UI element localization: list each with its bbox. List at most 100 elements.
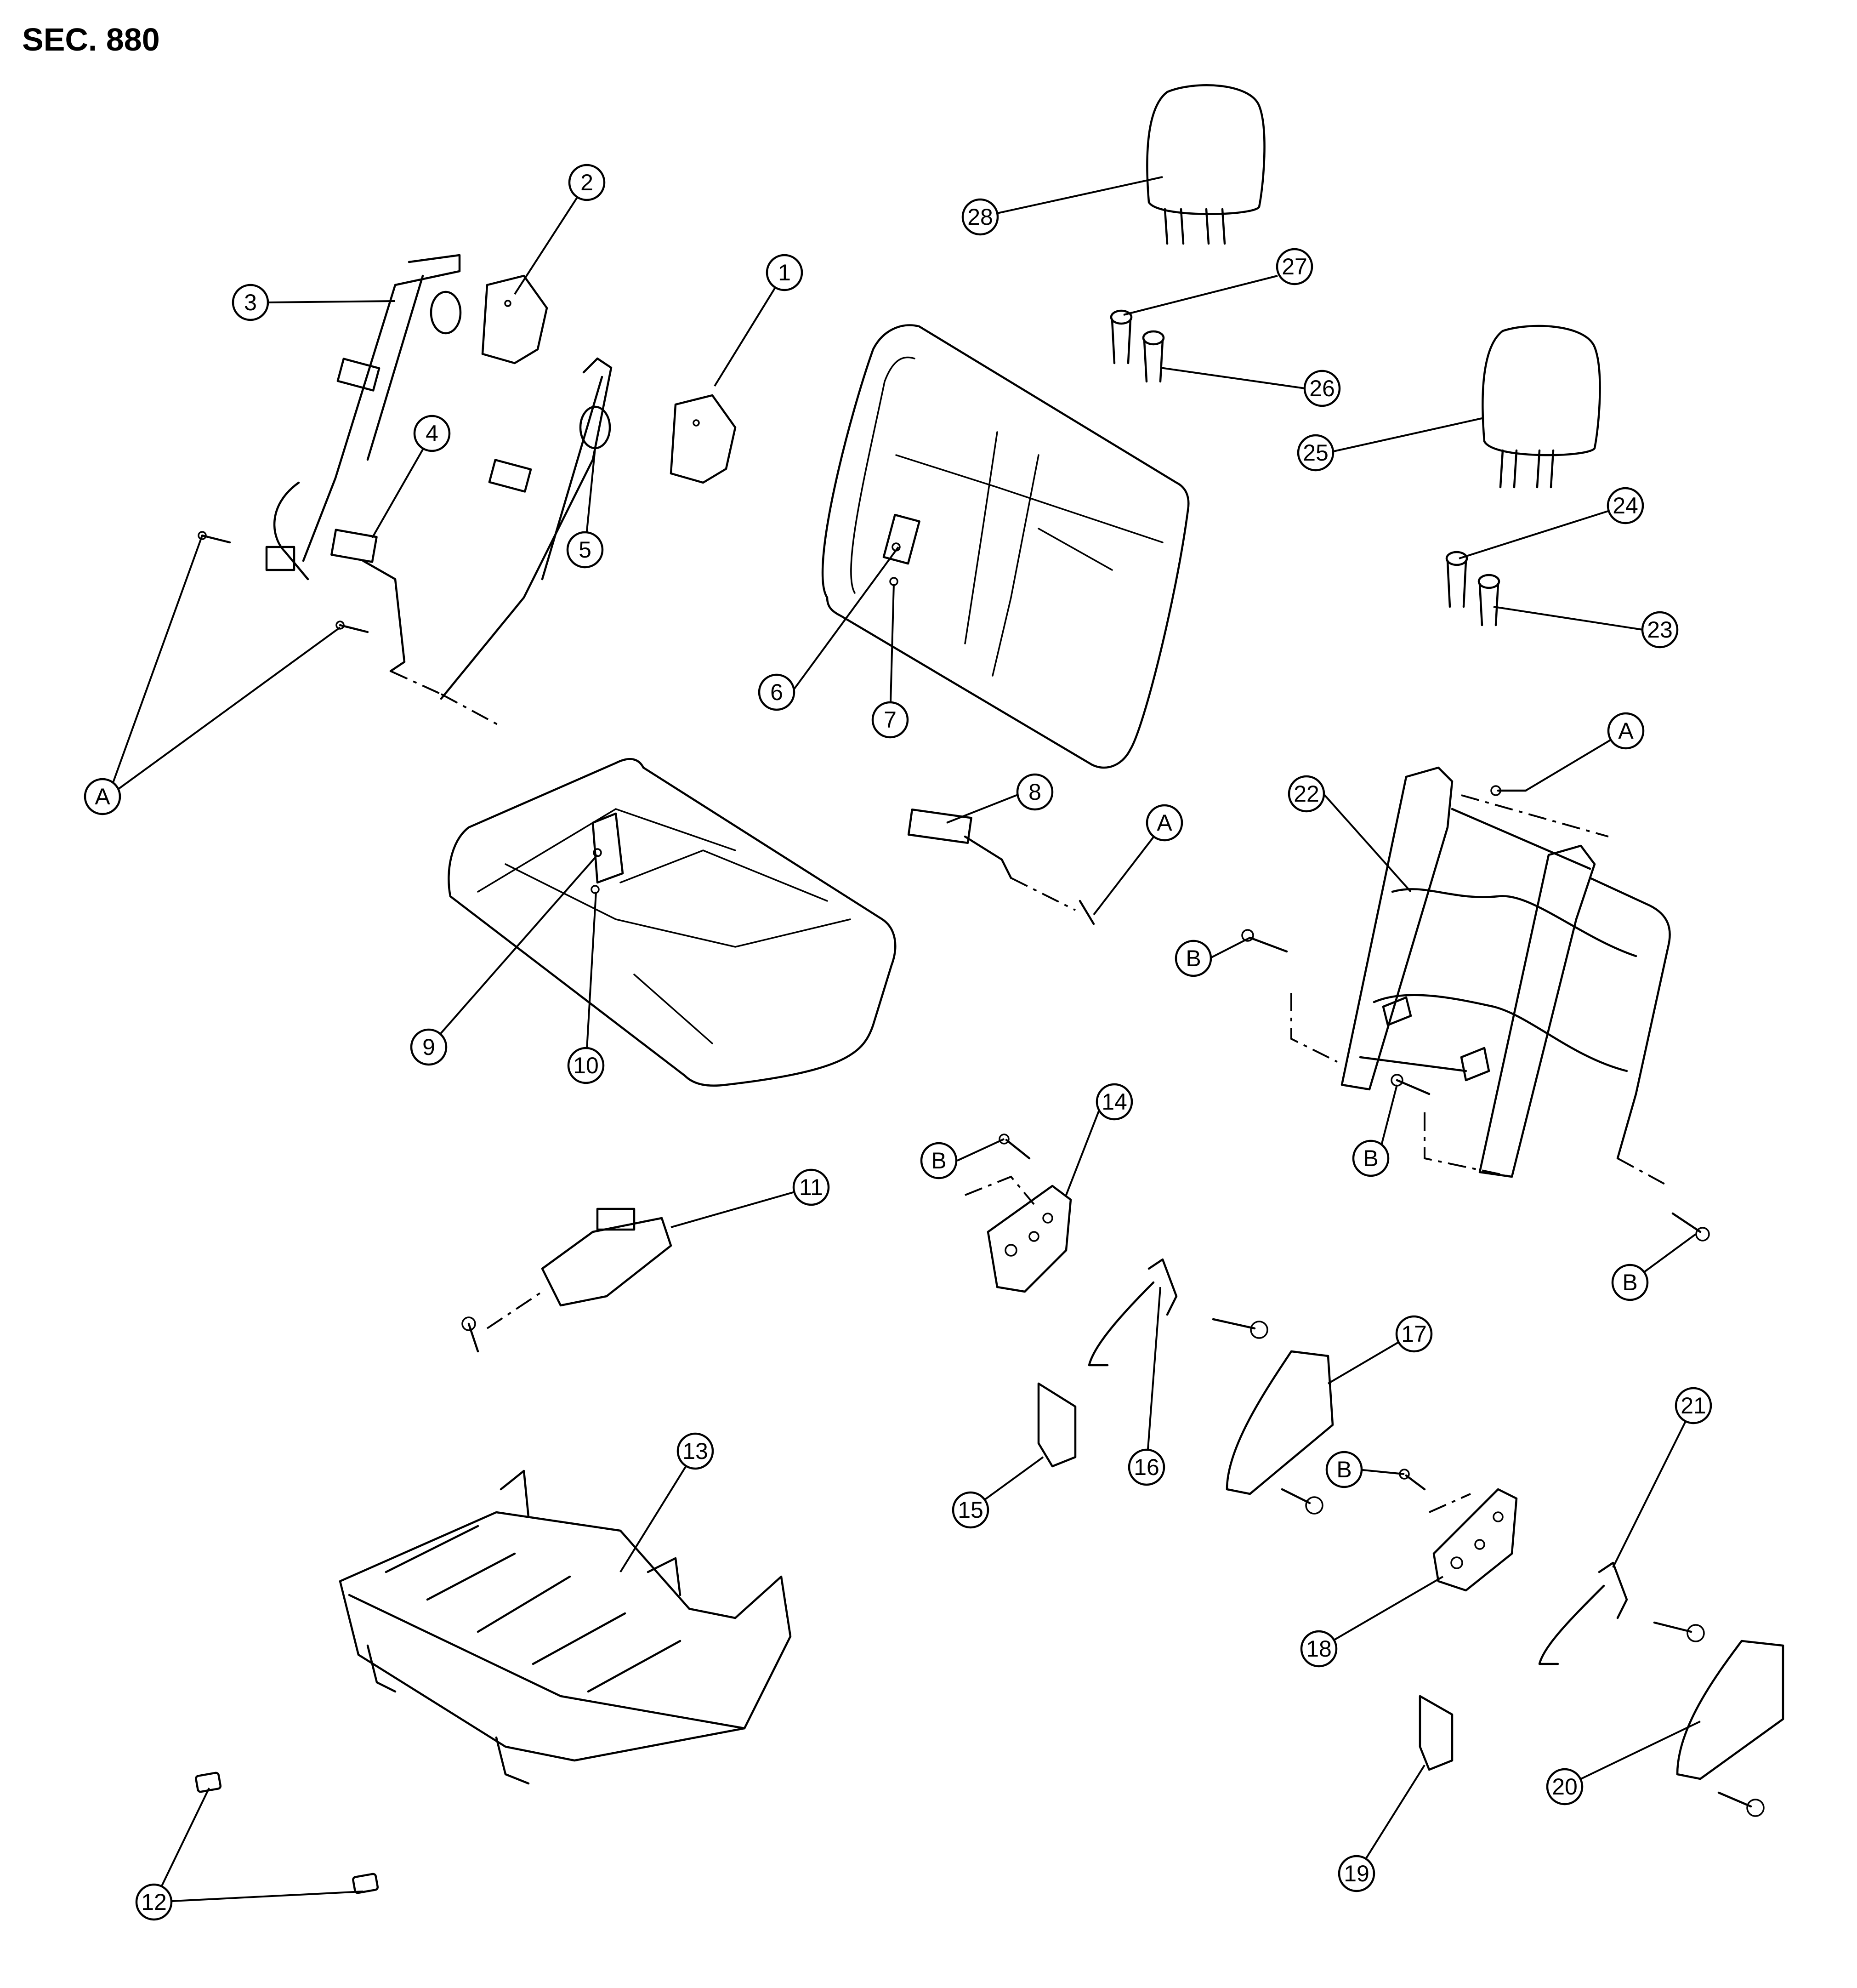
svg-text:6: 6 bbox=[770, 679, 783, 705]
svg-text:26: 26 bbox=[1309, 376, 1335, 401]
bolts-b bbox=[999, 785, 1710, 1491]
svg-text:12: 12 bbox=[141, 1889, 167, 1915]
svg-text:20: 20 bbox=[1552, 1774, 1578, 1800]
svg-text:3: 3 bbox=[244, 290, 257, 315]
svg-text:16: 16 bbox=[1134, 1454, 1159, 1480]
recliner-cable-21 bbox=[1538, 1561, 1705, 1665]
svg-text:7: 7 bbox=[884, 707, 897, 733]
callout-5: 5 bbox=[566, 531, 604, 569]
svg-text:15: 15 bbox=[958, 1497, 983, 1523]
cover-20 bbox=[1676, 1640, 1784, 1817]
seat-belt-center bbox=[440, 357, 613, 727]
ref-b-frame-right: B bbox=[1611, 1264, 1649, 1301]
svg-text:5: 5 bbox=[579, 537, 591, 563]
ref-a-belt-anchors: A bbox=[84, 778, 121, 815]
callout-23: 23 bbox=[1641, 611, 1679, 649]
svg-text:2: 2 bbox=[580, 170, 593, 195]
seatback-assembly bbox=[821, 324, 1190, 769]
seat-belt-left bbox=[265, 254, 462, 581]
headrest-lower bbox=[1482, 325, 1601, 489]
callout-25: 25 bbox=[1297, 434, 1335, 472]
callout-13: 13 bbox=[676, 1432, 714, 1470]
callout-1: 1 bbox=[766, 254, 803, 291]
callout-15: 15 bbox=[952, 1491, 989, 1529]
callout-12: 12 bbox=[135, 1883, 173, 1921]
svg-text:22: 22 bbox=[1294, 781, 1319, 807]
belt-anchor-2 bbox=[481, 274, 548, 365]
headrest-upper bbox=[1146, 84, 1266, 245]
svg-text:4: 4 bbox=[426, 421, 438, 446]
svg-text:10: 10 bbox=[573, 1053, 599, 1078]
callout-4: 4 bbox=[413, 415, 451, 452]
svg-text:17: 17 bbox=[1401, 1321, 1427, 1347]
svg-text:14: 14 bbox=[1102, 1089, 1127, 1115]
svg-text:23: 23 bbox=[1647, 617, 1673, 643]
clips-12 bbox=[195, 1772, 379, 1894]
callout-18: 18 bbox=[1300, 1630, 1338, 1668]
svg-text:A: A bbox=[95, 784, 110, 809]
leader-lines bbox=[107, 176, 1701, 1903]
callout-27: 27 bbox=[1276, 248, 1313, 285]
svg-text:B: B bbox=[1363, 1145, 1378, 1171]
callout-19: 19 bbox=[1338, 1855, 1375, 1892]
hinge-14 bbox=[965, 1175, 1072, 1293]
svg-text:1: 1 bbox=[778, 260, 791, 285]
svg-text:18: 18 bbox=[1306, 1636, 1332, 1662]
svg-text:28: 28 bbox=[967, 204, 993, 230]
svg-text:A: A bbox=[1618, 718, 1634, 744]
svg-text:27: 27 bbox=[1282, 254, 1307, 279]
svg-text:11: 11 bbox=[799, 1174, 823, 1200]
callout-9: 9 bbox=[410, 1028, 448, 1066]
callout-3: 3 bbox=[232, 284, 269, 321]
cover-15 bbox=[1037, 1382, 1077, 1468]
svg-text:B: B bbox=[1186, 946, 1201, 971]
anchor-bolts-a bbox=[198, 531, 369, 633]
svg-text:19: 19 bbox=[1344, 1861, 1369, 1886]
callout-10: 10 bbox=[567, 1047, 605, 1084]
armrest-11 bbox=[461, 1208, 672, 1353]
svg-text:25: 25 bbox=[1303, 440, 1329, 466]
callout-7: 7 bbox=[871, 701, 909, 739]
callout-26: 26 bbox=[1303, 370, 1341, 407]
svg-text:A: A bbox=[1157, 810, 1172, 836]
seatback-frame bbox=[1290, 766, 1671, 1187]
svg-text:9: 9 bbox=[422, 1034, 435, 1060]
cover-17 bbox=[1226, 1350, 1334, 1515]
ref-a-frame-top: A bbox=[1607, 712, 1645, 750]
svg-text:13: 13 bbox=[682, 1438, 708, 1464]
ref-b-frame-lower: B bbox=[1352, 1139, 1390, 1177]
hinge-18 bbox=[1429, 1488, 1518, 1592]
callout-24: 24 bbox=[1607, 487, 1644, 524]
callout-22: 22 bbox=[1288, 775, 1325, 813]
svg-text:B: B bbox=[1622, 1270, 1637, 1295]
belt-anchor-1 bbox=[670, 394, 737, 484]
callout-28: 28 bbox=[961, 198, 999, 236]
svg-text:21: 21 bbox=[1681, 1393, 1706, 1418]
ref-a-buckle: A bbox=[1146, 804, 1183, 842]
callout-8: 8 bbox=[1016, 773, 1054, 811]
headrest-guides-upper bbox=[1110, 309, 1165, 383]
callout-14: 14 bbox=[1096, 1083, 1133, 1121]
callout-21: 21 bbox=[1675, 1387, 1712, 1424]
buckle-8 bbox=[907, 808, 1095, 925]
callout-11: 11 bbox=[792, 1168, 830, 1206]
ref-b-frame-left: B bbox=[1175, 940, 1212, 977]
cover-19 bbox=[1419, 1695, 1454, 1771]
ref-b-hinge-14: B bbox=[920, 1142, 958, 1179]
callout-20: 20 bbox=[1546, 1768, 1584, 1806]
callout-2: 2 bbox=[568, 164, 606, 201]
callout-17: 17 bbox=[1395, 1315, 1433, 1353]
recliner-cable-16 bbox=[1088, 1258, 1268, 1367]
headrest-guides-lower bbox=[1445, 551, 1500, 627]
buckle-4 bbox=[330, 529, 442, 695]
svg-text:24: 24 bbox=[1613, 493, 1638, 518]
svg-text:B: B bbox=[931, 1148, 946, 1173]
callout-6: 6 bbox=[758, 673, 795, 711]
section-title: SEC. 880 bbox=[22, 22, 160, 57]
svg-text:B: B bbox=[1336, 1457, 1352, 1482]
ref-b-hinge-18: B bbox=[1325, 1451, 1363, 1488]
seat-cushion bbox=[448, 758, 897, 1087]
svg-text:8: 8 bbox=[1028, 779, 1041, 805]
callout-16: 16 bbox=[1128, 1448, 1165, 1486]
